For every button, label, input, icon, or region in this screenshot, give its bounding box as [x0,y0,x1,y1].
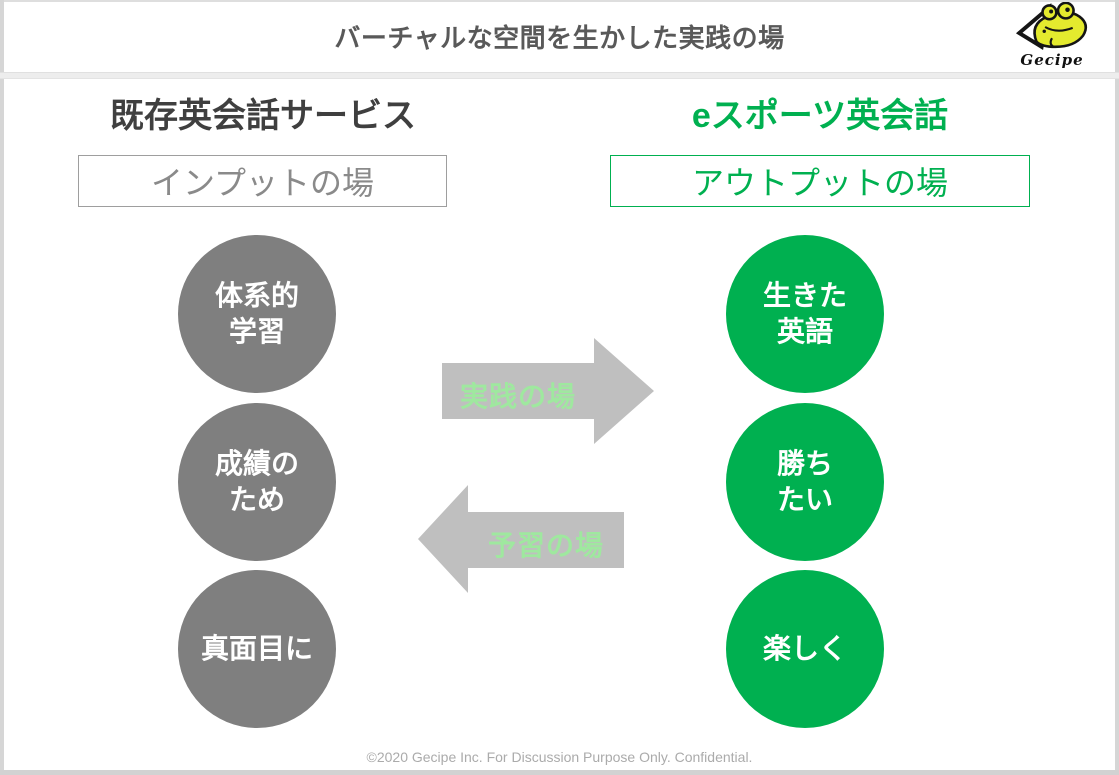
gray-circle-seriously: 真面目に [178,570,336,728]
output-place-label: アウトプットの場 [691,165,948,201]
logo-wordmark: Gecipe [1020,51,1084,69]
header-divider [0,72,1119,79]
input-place-box: インプットの場 [78,155,447,207]
footer-copyright: ©2020 Gecipe Inc. For Discussion Purpose… [366,749,753,765]
circle-text-line: 成績の [214,447,299,479]
gray-circle-systematic-learning: 体系的 学習 [178,235,336,393]
green-circle-living-english: 生きた 英語 [726,235,884,393]
gray-circle-for-grades: 成績の ため [178,403,336,561]
circle-text-line: たい [776,484,833,515]
right-column-heading: eスポーツ英会話 [691,97,949,135]
slide-title: バーチャルな空間を生かした実践の場 [334,23,785,53]
circle-text-line: 英語 [776,316,833,347]
arrow-right-label: 実践の場 [459,381,576,412]
circle-text-line: 勝ち [776,447,833,479]
frame-edge-left [0,0,4,775]
gecipe-logo: Gecipe [1007,2,1097,70]
circle-text-line: 生きた [762,279,847,311]
frame-edge-top [0,0,1119,2]
frame-edge-bottom [0,770,1119,775]
frame-edge-right [1115,0,1119,775]
frog-logo-icon [1010,2,1094,52]
arrow-left-label: 予習の場 [487,530,604,561]
green-circle-have-fun: 楽しく [726,570,884,728]
arrow-right-icon [442,338,654,444]
circle-text-line: 学習 [228,316,285,347]
circle-text-line: ため [228,484,285,515]
left-column-heading: 既存英会話サービス [110,97,416,135]
output-place-box: アウトプットの場 [610,155,1030,207]
input-place-label: インプットの場 [150,165,375,201]
circle-text-line: 楽しく [762,632,847,664]
circle-text-line: 体系的 [214,279,299,311]
circle-text-line: 真面目に [200,632,313,664]
arrow-left-icon [418,485,624,593]
green-circle-want-to-win: 勝ち たい [726,403,884,561]
